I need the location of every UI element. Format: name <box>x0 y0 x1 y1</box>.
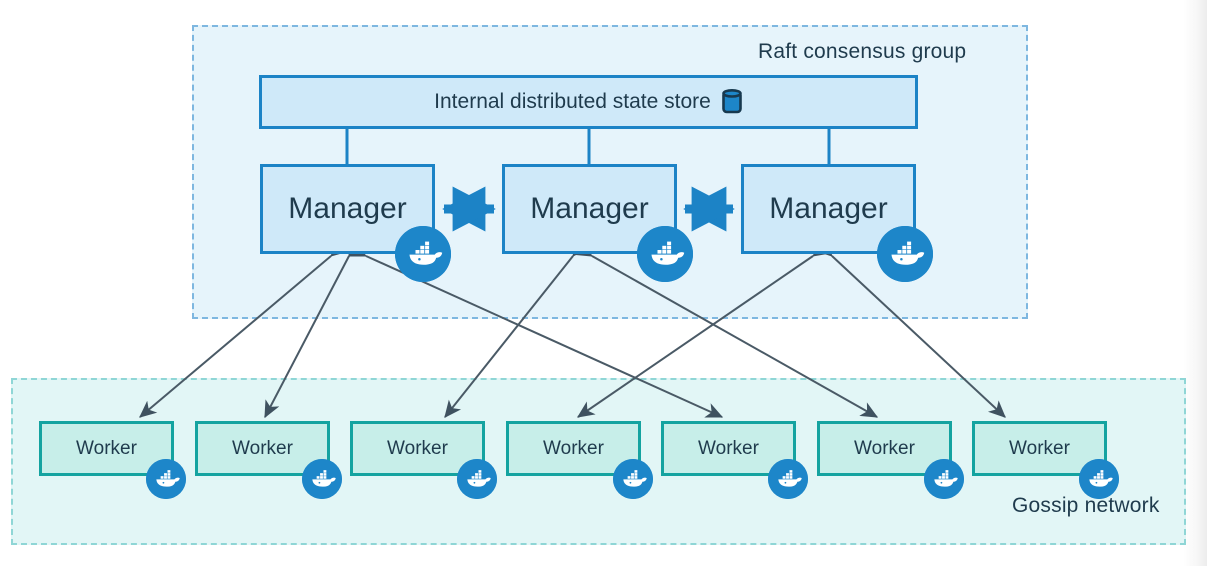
manager-label: Manager <box>769 192 888 225</box>
manager-label: Manager <box>530 192 649 225</box>
docker-whale-icon <box>395 226 451 282</box>
docker-whale-icon <box>457 459 497 499</box>
raft-consensus-group-label: Raft consensus group <box>758 40 967 63</box>
worker-node-3[interactable]: Worker <box>350 421 485 476</box>
worker-label: Worker <box>698 437 759 459</box>
worker-label: Worker <box>1009 437 1070 459</box>
docker-whale-icon <box>613 459 653 499</box>
internal-distributed-state-store-box[interactable]: Internal distributed state store <box>259 75 918 129</box>
worker-node-6[interactable]: Worker <box>817 421 952 476</box>
state-store-label: Internal distributed state store <box>434 90 711 113</box>
manager-label: Manager <box>288 192 407 225</box>
worker-label: Worker <box>387 437 448 459</box>
docker-whale-icon <box>924 459 964 499</box>
worker-label: Worker <box>854 437 915 459</box>
worker-node-5[interactable]: Worker <box>661 421 796 476</box>
right-edge-shading <box>1183 0 1207 566</box>
worker-label: Worker <box>543 437 604 459</box>
docker-whale-icon <box>768 459 808 499</box>
database-cylinder-icon <box>721 88 743 116</box>
docker-whale-icon <box>877 226 933 282</box>
docker-whale-icon <box>637 226 693 282</box>
worker-label: Worker <box>76 437 137 459</box>
gossip-network-group-label: Gossip network <box>1012 494 1160 517</box>
docker-whale-icon <box>146 459 186 499</box>
worker-label: Worker <box>232 437 293 459</box>
docker-whale-icon <box>1079 459 1119 499</box>
docker-whale-icon <box>302 459 342 499</box>
worker-node-1[interactable]: Worker <box>39 421 174 476</box>
